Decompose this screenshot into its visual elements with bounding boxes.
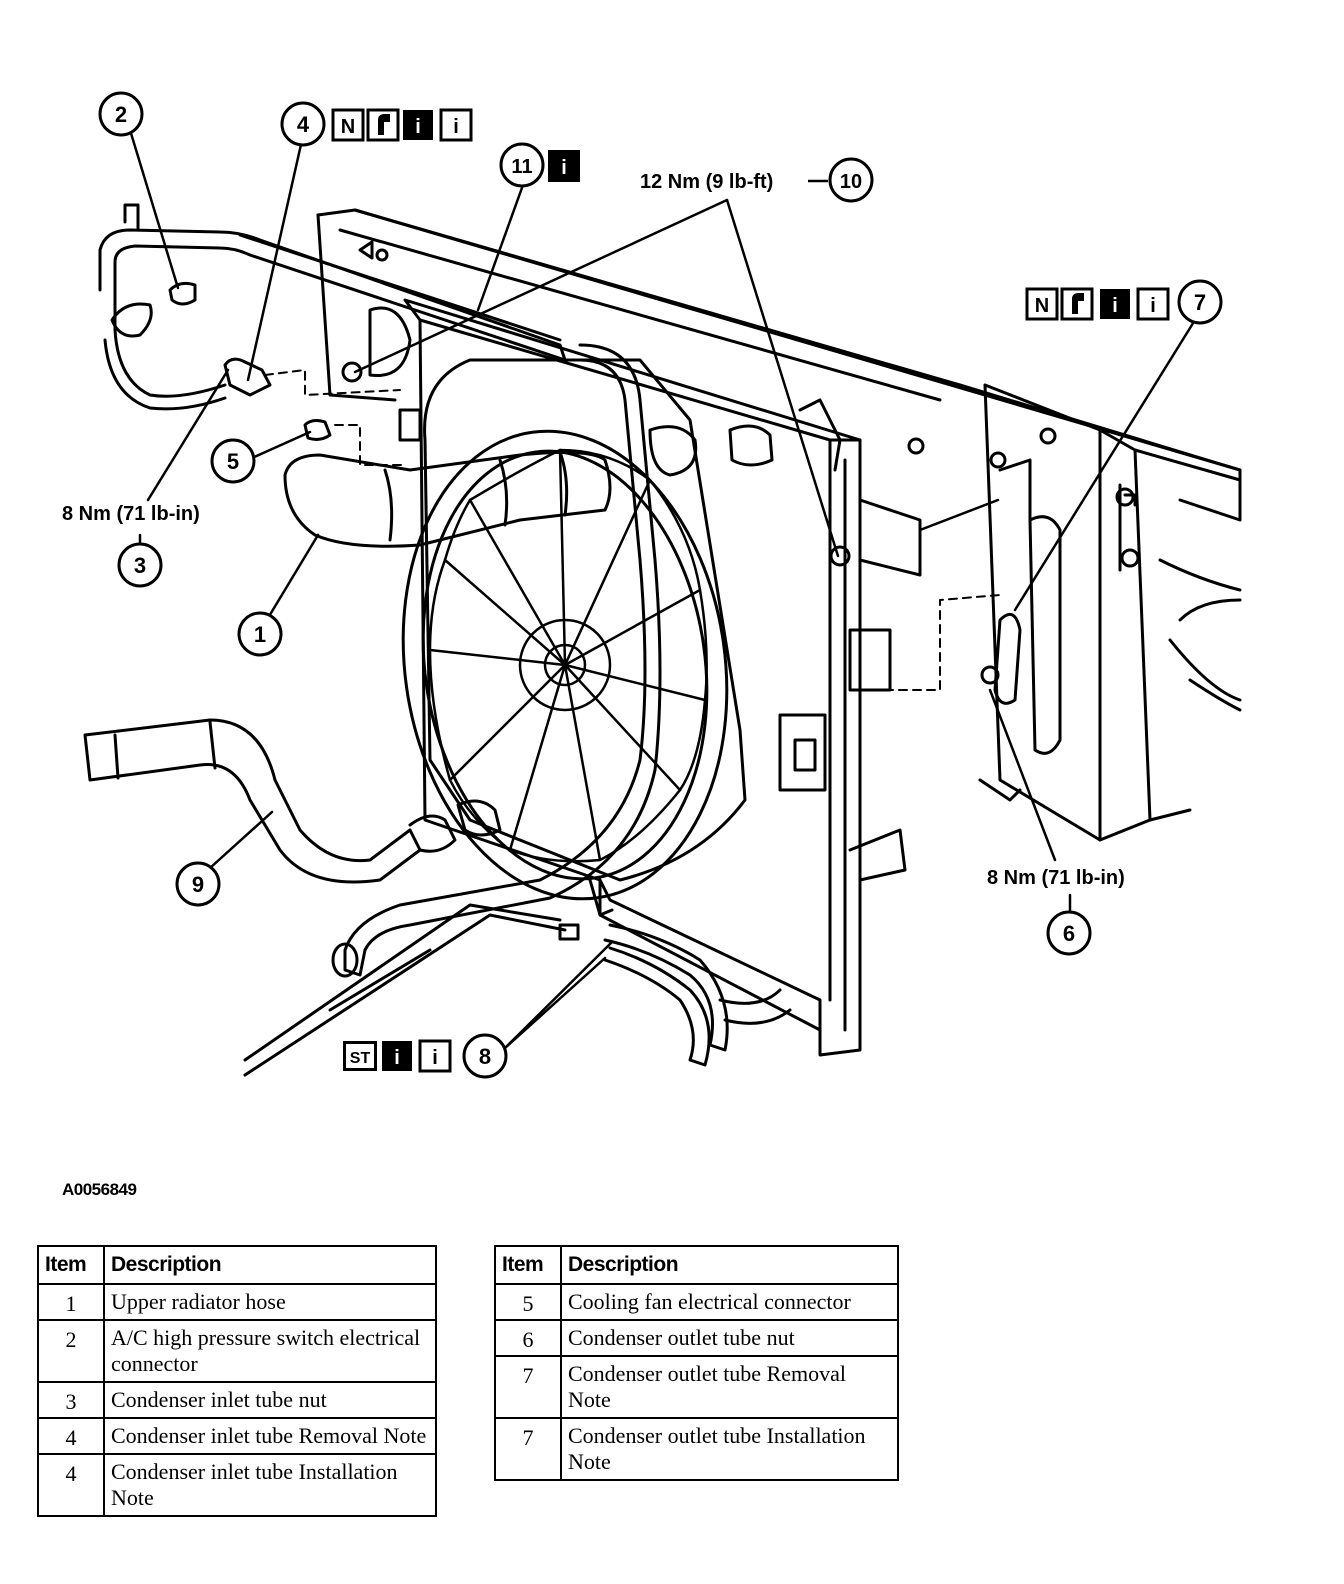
column-header-item: Item bbox=[37, 1245, 105, 1285]
item-description: Condenser inlet tube Removal Note bbox=[103, 1417, 437, 1455]
column-header-item: Item bbox=[494, 1245, 562, 1285]
item-number: 1 bbox=[37, 1283, 105, 1321]
item-description: Condenser outlet tube Removal Note bbox=[560, 1355, 899, 1419]
torque-label-6: 8 Nm (71 lb-in) bbox=[987, 867, 1125, 889]
svg-text:11: 11 bbox=[511, 156, 532, 178]
svg-text:6: 6 bbox=[1063, 921, 1075, 946]
lower-radiator-hose bbox=[83, 718, 502, 884]
badges-item-8: ST i i bbox=[343, 1039, 452, 1073]
svg-text:7: 7 bbox=[1194, 290, 1206, 315]
leader-lines bbox=[128, 128, 1197, 1050]
radiator bbox=[403, 298, 892, 1057]
svg-text:ST: ST bbox=[350, 1050, 371, 1067]
svg-text:3: 3 bbox=[134, 553, 146, 578]
svg-text:2: 2 bbox=[115, 102, 127, 127]
item-number: 4 bbox=[37, 1453, 105, 1517]
item-number: 7 bbox=[494, 1417, 562, 1481]
connector-dashes bbox=[264, 369, 1001, 691]
badges-item-4: N i i bbox=[331, 108, 473, 142]
item-description: Condenser outlet tube nut bbox=[560, 1319, 899, 1357]
column-header-description: Description bbox=[560, 1245, 899, 1285]
svg-text:i: i bbox=[432, 1047, 438, 1069]
item-number: 4 bbox=[37, 1417, 105, 1455]
mounting-brackets bbox=[223, 357, 1022, 917]
wrench-badge-icon bbox=[366, 108, 400, 142]
wrench-badge-icon bbox=[1060, 287, 1094, 321]
callout-1: 1 bbox=[237, 611, 283, 657]
column-header-description: Description bbox=[103, 1245, 437, 1285]
item-description: Upper radiator hose bbox=[103, 1283, 437, 1321]
callout-2: 2 bbox=[98, 91, 144, 137]
callout-6: 6 bbox=[1046, 910, 1092, 956]
receiver-drier bbox=[980, 458, 1140, 755]
callouts: 2 4 11 10 7 5 3 1 9 6 8 bbox=[98, 91, 1223, 1079]
torque-labels: 12 Nm (9 lb-ft) 8 Nm (71 lb-in) 8 Nm (71… bbox=[62, 171, 1125, 889]
badges-item-11: i bbox=[548, 150, 580, 182]
cooling-fan-blades bbox=[428, 448, 708, 863]
svg-text:i: i bbox=[1150, 295, 1156, 317]
torque-label-3: 8 Nm (71 lb-in) bbox=[62, 503, 200, 525]
condenser-outlet-tube bbox=[331, 343, 662, 978]
item-description: A/C high pressure switch electrical conn… bbox=[103, 1319, 437, 1383]
torque-label-10: 12 Nm (9 lb-ft) bbox=[640, 171, 773, 193]
callout-4: 4 bbox=[280, 101, 326, 147]
callout-11: 11 bbox=[499, 142, 545, 188]
callout-5: 5 bbox=[210, 438, 256, 484]
condenser-inlet-tube bbox=[98, 203, 567, 411]
item-number: 2 bbox=[37, 1319, 105, 1383]
svg-text:i: i bbox=[453, 116, 459, 138]
svg-text:10: 10 bbox=[840, 171, 862, 193]
callout-10: 10 bbox=[828, 157, 874, 203]
item-number: 7 bbox=[494, 1355, 562, 1419]
figure-id: A0056849 bbox=[62, 1180, 137, 1199]
upper-radiator-hose bbox=[283, 450, 612, 548]
svg-text:4: 4 bbox=[297, 112, 310, 137]
svg-text:i: i bbox=[561, 157, 567, 179]
svg-text:1: 1 bbox=[254, 622, 266, 647]
svg-text:i: i bbox=[394, 1047, 400, 1069]
item-description: Condenser inlet tube Installation Note bbox=[103, 1453, 437, 1517]
item-description: Condenser inlet tube nut bbox=[103, 1381, 437, 1419]
item-number: 6 bbox=[494, 1319, 562, 1357]
callout-9: 9 bbox=[175, 861, 221, 907]
cooling-fan-shroud bbox=[401, 358, 747, 901]
svg-text:5: 5 bbox=[227, 449, 239, 474]
callout-7: 7 bbox=[1177, 279, 1223, 325]
badges-item-7: N i i bbox=[1025, 287, 1170, 321]
svg-text:9: 9 bbox=[192, 872, 204, 897]
item-description: Condenser outlet tube Installation Note bbox=[560, 1417, 899, 1481]
item-number: 3 bbox=[37, 1381, 105, 1419]
svg-text:8: 8 bbox=[479, 1044, 491, 1069]
svg-text:i: i bbox=[415, 116, 421, 138]
radiator-support-frame bbox=[316, 208, 1242, 842]
svg-text:N: N bbox=[341, 116, 355, 138]
item-description: Cooling fan electrical connector bbox=[560, 1283, 899, 1321]
svg-text:i: i bbox=[1112, 295, 1118, 317]
svg-text:N: N bbox=[1035, 295, 1049, 317]
ac-lines bbox=[243, 903, 792, 1077]
item-number: 5 bbox=[494, 1283, 562, 1321]
cooling-system-diagram: 2 4 11 10 7 5 3 1 9 6 8 12 Nm (9 lb-ft) … bbox=[62, 91, 1242, 1079]
callout-3: 3 bbox=[117, 542, 163, 588]
callout-8: 8 bbox=[462, 1033, 508, 1079]
